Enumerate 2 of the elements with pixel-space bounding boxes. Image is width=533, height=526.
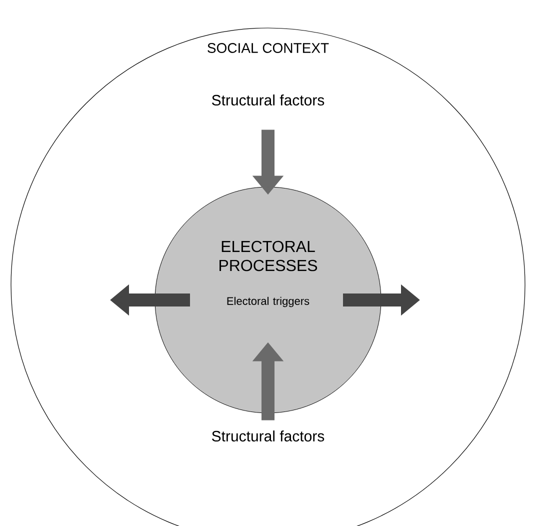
factor-label: Structural factors xyxy=(212,94,324,106)
factor-label: Structural factors xyxy=(212,430,324,442)
